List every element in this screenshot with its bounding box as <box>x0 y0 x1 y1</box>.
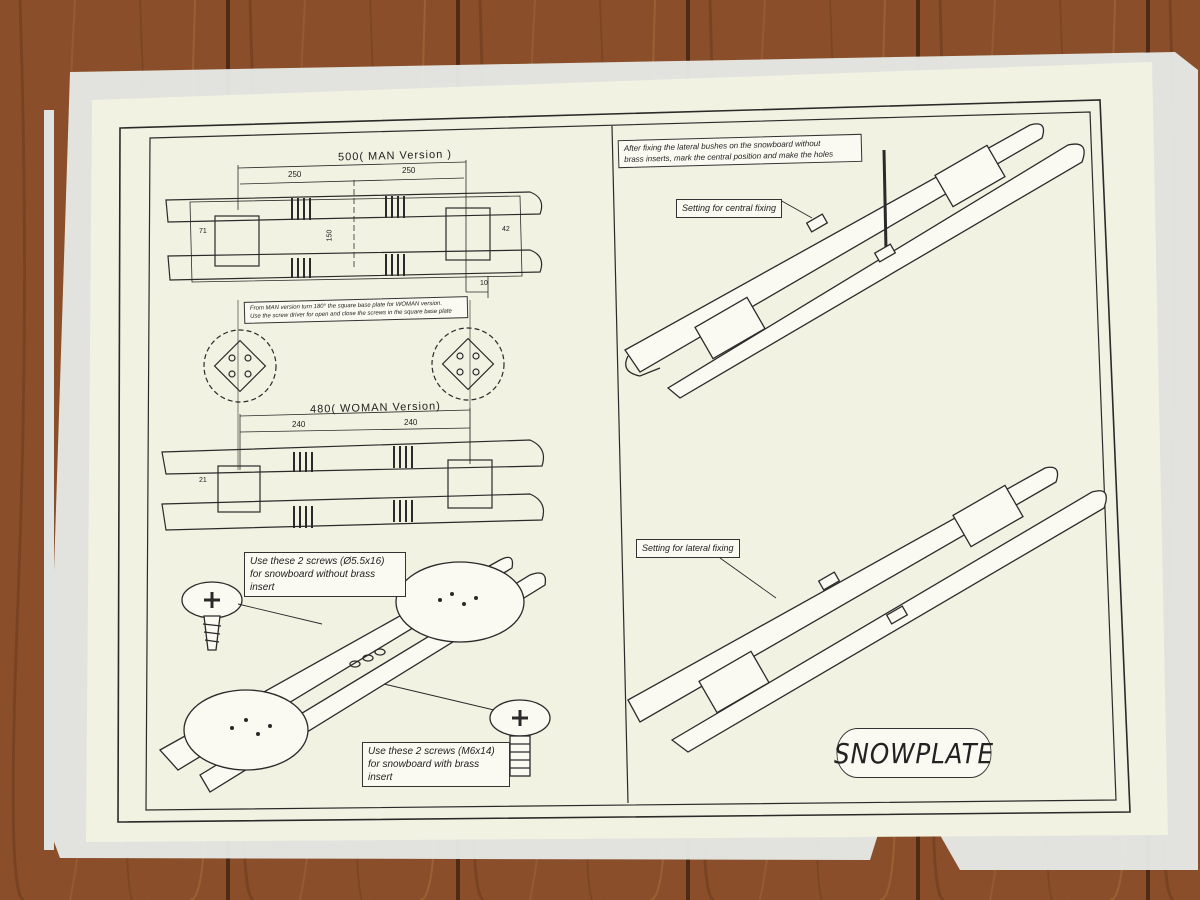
iso-central-fixing <box>624 123 1085 399</box>
divider-line <box>611 125 629 804</box>
snowplate-title: SNOWPLATE <box>834 728 993 778</box>
dim-center-height: 150 <box>326 229 334 242</box>
note-screws-no-brass: Use these 2 screws (Ø5.5x16) for snowboa… <box>244 552 406 597</box>
leader-lateral <box>719 557 777 599</box>
leader-screw-bottom <box>383 683 495 711</box>
dim-left-edge-man: 71 <box>199 228 207 235</box>
outer-frame <box>117 99 1131 823</box>
rotation-detail-left <box>203 329 277 403</box>
dim-left-edge-woman: 21 <box>199 477 207 484</box>
man-version-plan <box>165 160 543 298</box>
iso-lateral-fixing <box>627 466 1107 753</box>
leader-screw-top <box>237 603 323 625</box>
dim-man-250-left: 250 <box>288 170 302 179</box>
dim-woman-240-left: 240 <box>292 420 306 429</box>
dim-man-250-right: 250 <box>402 166 416 175</box>
note-central-fixing: Setting for central fixing <box>676 199 783 218</box>
dim-right-edge-man: 42 <box>502 226 510 233</box>
wood-screw-icon <box>181 581 243 651</box>
note-lateral-fixing: Setting for lateral fixing <box>636 539 740 558</box>
sleeve-seam <box>44 110 54 850</box>
note-screws-brass: Use these 2 screws (M6x14) for snowboard… <box>362 742 510 787</box>
iso-assembly-left <box>158 556 547 793</box>
leader-central <box>779 199 813 219</box>
rotation-detail-right <box>431 327 505 401</box>
woman-version-plan <box>161 300 545 531</box>
dim-side-offset: 10 <box>480 280 488 287</box>
dim-woman-240-right: 240 <box>404 418 418 427</box>
inner-frame <box>145 111 1117 811</box>
machine-screw-icon <box>489 699 551 777</box>
